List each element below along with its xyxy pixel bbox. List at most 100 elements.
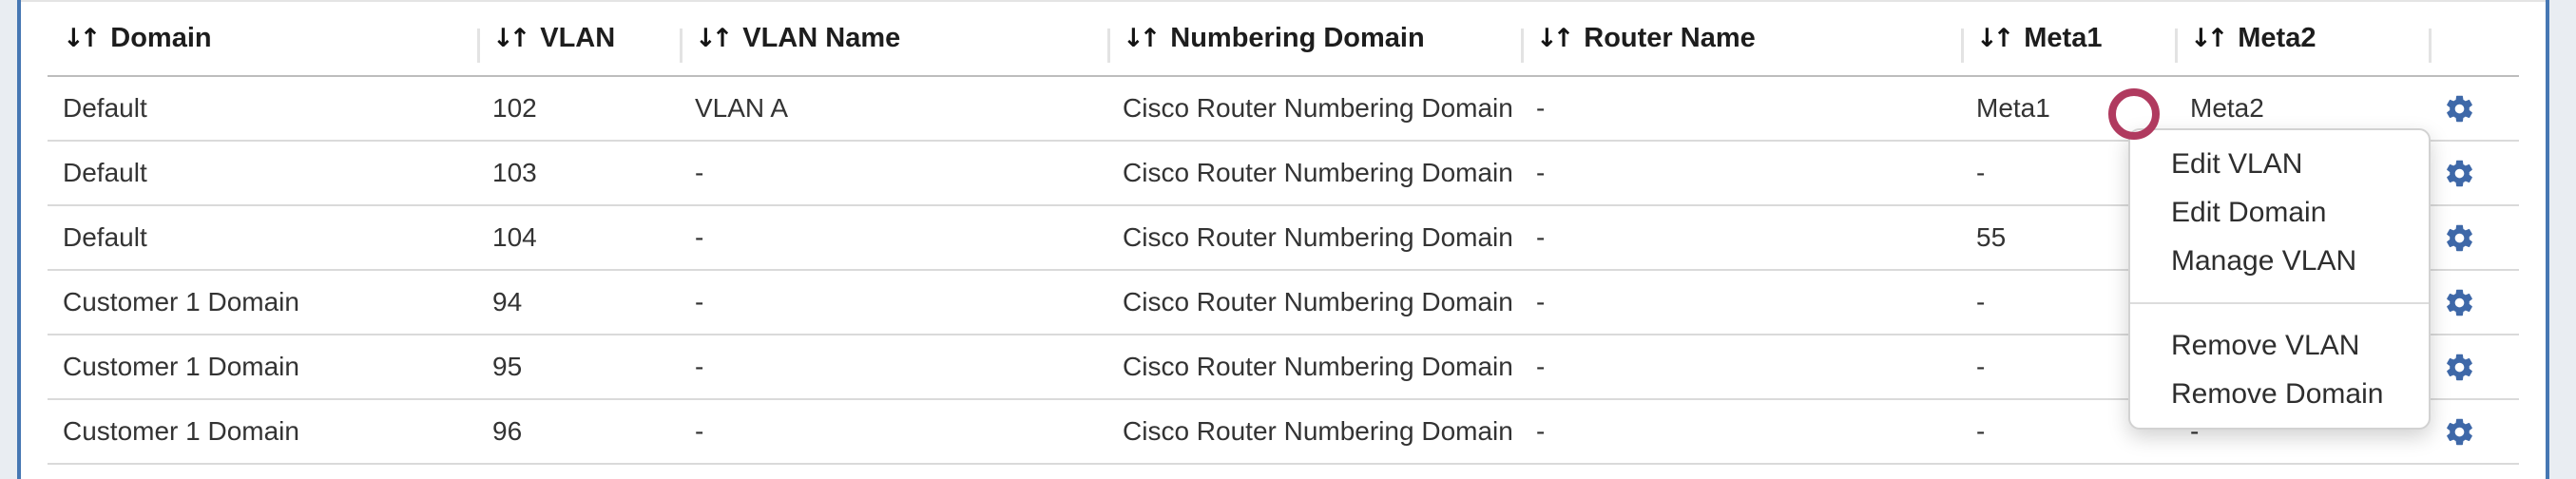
column-header-domain[interactable]: ↓↑ Domain: [48, 23, 477, 54]
column-header-meta1[interactable]: ↓↑ Meta1: [1961, 23, 2175, 54]
cell-numbering-domain: Cisco Router Numbering Domain for ...: [1123, 158, 1521, 187]
cell-vlan-name: -: [695, 222, 704, 252]
cell-vlan: 104: [492, 222, 537, 252]
sort-icon: ↓↑: [63, 24, 101, 53]
column-header-label: Numbering Domain: [1170, 23, 1425, 53]
sort-icon: ↓↑: [492, 24, 530, 53]
cell-meta1: 55: [1976, 222, 2007, 252]
column-header-vlan[interactable]: ↓↑ VLAN: [477, 23, 680, 54]
cell-vlan-name: -: [695, 416, 704, 446]
gear-icon: [2447, 95, 2472, 122]
cell-router-name: -: [1536, 416, 1546, 446]
column-header-router-name[interactable]: ↓↑ Router Name: [1521, 23, 1961, 54]
column-header-vlan-name[interactable]: ↓↑ VLAN Name: [680, 23, 1107, 54]
row-actions-gear-button[interactable]: [2444, 93, 2475, 125]
cell-vlan-name: -: [695, 287, 704, 316]
cell-actions: [2429, 158, 2519, 189]
sort-icon: ↓↑: [1123, 24, 1161, 53]
cell-router-name: -: [1536, 287, 1546, 316]
column-header-label: VLAN: [540, 23, 616, 53]
cell-vlan-name: VLAN A: [695, 93, 789, 123]
row-actions-gear-button[interactable]: [2444, 158, 2475, 189]
sort-icon: ↓↑: [2190, 24, 2228, 53]
panel-border-top: [21, 0, 2546, 2]
cell-meta1: -: [1976, 352, 1986, 381]
cell-meta1: Meta1: [1976, 93, 2050, 123]
cell-actions: [2429, 287, 2519, 318]
page-margin-left: [0, 0, 17, 479]
menu-item-edit-domain[interactable]: Edit Domain: [2171, 197, 2327, 228]
gear-icon: [2447, 354, 2472, 380]
cell-actions: [2429, 352, 2519, 383]
menu-item-remove-domain[interactable]: Remove Domain: [2171, 378, 2384, 410]
sort-icon: ↓↑: [1536, 24, 1574, 53]
column-header-label: Meta2: [2238, 23, 2316, 53]
menu-item-edit-vlan[interactable]: Edit VLAN: [2171, 148, 2303, 180]
cell-router-name: -: [1536, 158, 1546, 187]
cell-meta1: -: [1976, 287, 1986, 316]
cell-numbering-domain: Cisco Router Numbering Domain for ...: [1123, 93, 1521, 123]
cell-router-name: -: [1536, 222, 1546, 252]
cell-vlan-name: -: [695, 352, 704, 381]
row-actions-gear-button[interactable]: [2444, 222, 2475, 254]
cell-domain: Customer 1 Domain: [63, 416, 299, 446]
gear-icon: [2447, 289, 2472, 316]
cell-domain: Customer 1 Domain: [63, 352, 299, 381]
table-row: Customer 1 Domain 95 - Cisco Router Numb…: [48, 335, 2519, 400]
cell-actions: [2429, 416, 2519, 448]
column-header-label: Router Name: [1584, 23, 1756, 53]
table-row: Default 103 - Cisco Router Numbering Dom…: [48, 142, 2519, 206]
gear-icon: [2447, 160, 2472, 186]
table-row: Customer 1 Domain 94 - Cisco Router Numb…: [48, 271, 2519, 335]
table-row: Default 102 VLAN A Cisco Router Numberin…: [48, 77, 2519, 142]
sort-icon: ↓↑: [1976, 24, 2014, 53]
row-actions-gear-button[interactable]: [2444, 416, 2475, 448]
column-header-label: VLAN Name: [742, 23, 901, 53]
cell-actions: [2429, 93, 2519, 125]
cell-meta2: Meta2: [2190, 93, 2264, 123]
cell-meta1: -: [1976, 158, 1986, 187]
cell-numbering-domain: Cisco Router Numbering Domain for ...: [1123, 352, 1521, 381]
cell-numbering-domain: Cisco Router Numbering Domain for ...: [1123, 222, 1521, 252]
cell-domain: Default: [63, 158, 147, 187]
column-header-numbering-domain[interactable]: ↓↑ Numbering Domain: [1107, 23, 1521, 54]
column-divider: [477, 29, 480, 63]
vlan-table: ↓↑ Domain ↓↑ VLAN ↓↑ VLAN Name ↓↑ Number…: [48, 2, 2519, 465]
table-header-row: ↓↑ Domain ↓↑ VLAN ↓↑ VLAN Name ↓↑ Number…: [48, 2, 2519, 77]
column-header-meta2[interactable]: ↓↑ Meta2: [2175, 23, 2429, 54]
cell-vlan: 102: [492, 93, 537, 123]
column-divider: [2429, 29, 2432, 63]
panel-border-right: [2546, 0, 2549, 479]
context-menu: Edit VLAN Edit Domain Manage VLAN Remove…: [2128, 128, 2431, 430]
cell-router-name: -: [1536, 93, 1546, 123]
menu-item-remove-vlan[interactable]: Remove VLAN: [2171, 330, 2360, 361]
column-header-label: Domain: [110, 23, 212, 53]
menu-item-manage-vlan[interactable]: Manage VLAN: [2171, 245, 2357, 277]
column-divider: [1107, 29, 1110, 63]
cell-numbering-domain: Cisco Router Numbering Domain for ...: [1123, 287, 1521, 316]
table-row: Customer 1 Domain 96 - Cisco Router Numb…: [48, 400, 2519, 465]
cell-router-name: -: [1536, 352, 1546, 381]
row-actions-gear-button[interactable]: [2444, 352, 2475, 383]
page-margin-right: [2549, 0, 2576, 479]
cell-domain: Customer 1 Domain: [63, 287, 299, 316]
column-header-label: Meta1: [2024, 23, 2103, 53]
cell-meta1: -: [1976, 416, 1986, 446]
cell-vlan: 103: [492, 158, 537, 187]
cell-vlan: 96: [492, 416, 523, 446]
cell-vlan: 94: [492, 287, 523, 316]
gear-icon: [2447, 418, 2472, 445]
cell-numbering-domain: Cisco Router Numbering Domain for ...: [1123, 416, 1521, 446]
row-actions-gear-button[interactable]: [2444, 287, 2475, 318]
panel-border-left: [17, 0, 21, 479]
gear-icon: [2447, 224, 2472, 251]
cell-domain: Default: [63, 93, 147, 123]
cell-actions: [2429, 222, 2519, 254]
sort-icon: ↓↑: [695, 24, 733, 53]
column-divider: [1521, 29, 1524, 63]
cell-vlan: 95: [492, 352, 523, 381]
table-row: Default 104 - Cisco Router Numbering Dom…: [48, 206, 2519, 271]
menu-divider: [2130, 302, 2429, 304]
cell-domain: Default: [63, 222, 147, 252]
